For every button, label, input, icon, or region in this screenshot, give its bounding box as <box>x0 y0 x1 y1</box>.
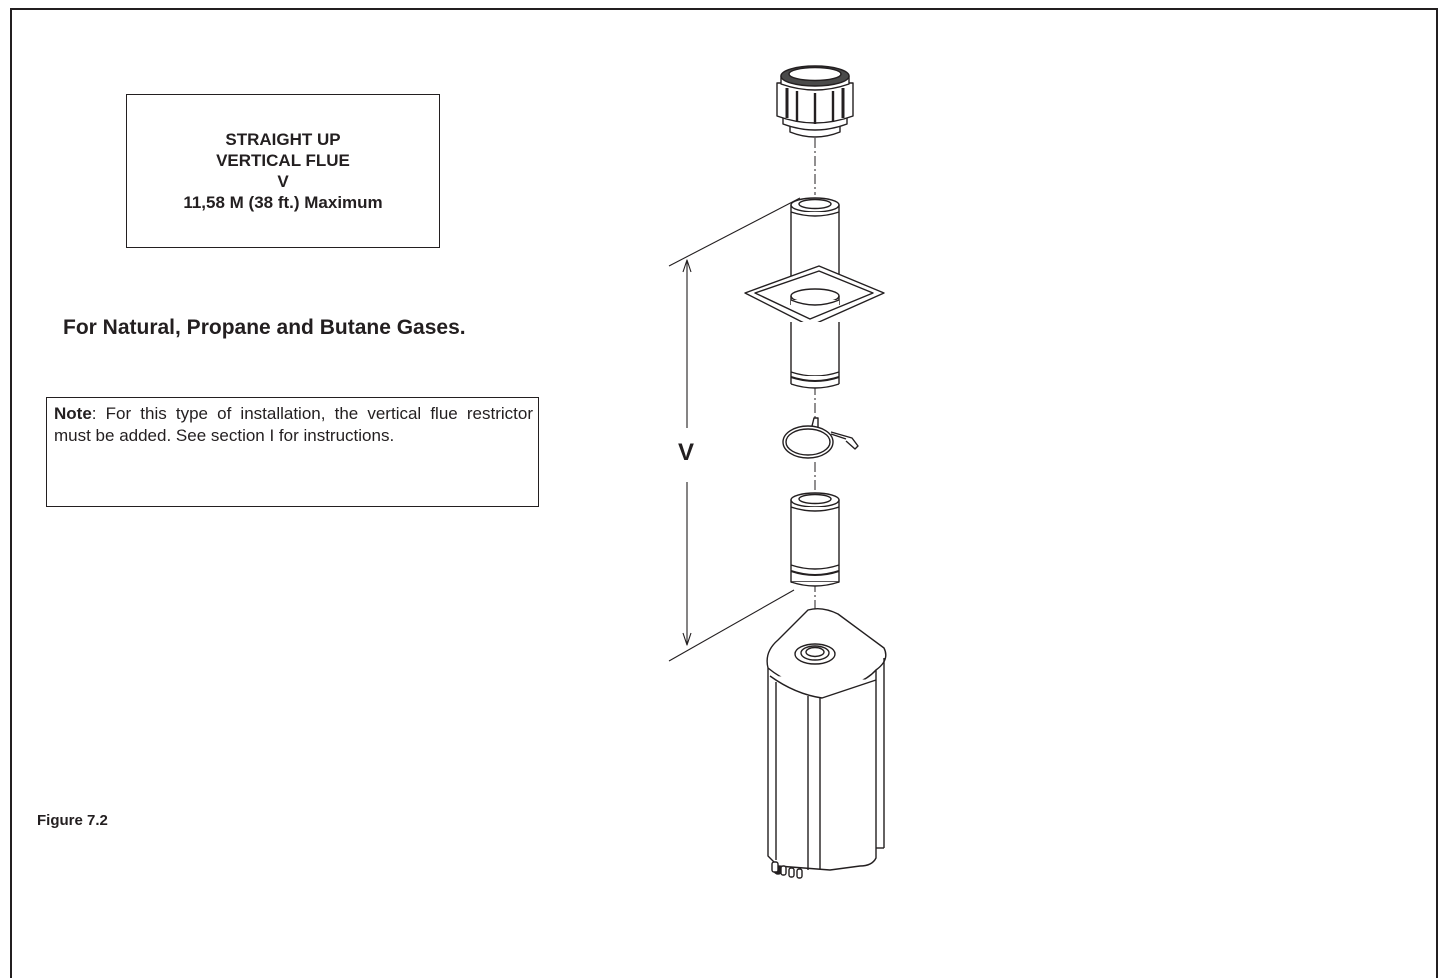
title-line-2: VERTICAL FLUE <box>216 151 350 170</box>
pipe-clamp <box>782 417 859 459</box>
roof-flashing-plate <box>744 265 885 327</box>
title-line-4: 11,58 M (38 ft.) Maximum <box>183 193 383 212</box>
mid-flue-pipe <box>790 322 840 389</box>
boiler-appliance <box>766 607 887 879</box>
lower-flue-adaptor <box>790 492 840 587</box>
title-box: STRAIGHT UP VERTICAL FLUE V 11,58 M (38 … <box>126 94 440 248</box>
note-label: Note <box>54 404 92 423</box>
figure-frame <box>10 8 1438 978</box>
dimension-extension-lines <box>668 197 801 662</box>
title-line-3: V <box>277 172 289 191</box>
figure-label: Figure 7.2 <box>37 812 108 829</box>
note-text: : For this type of installation, the ver… <box>54 404 533 445</box>
gases-caption: For Natural, Propane and Butane Gases. <box>63 316 466 339</box>
title-line-1: STRAIGHT UP <box>225 130 341 149</box>
flue-assembly-drawing: V <box>668 65 887 879</box>
dimension-arrow <box>682 259 692 646</box>
flue-terminal-cap <box>776 65 854 138</box>
dimension-label-v: V <box>678 439 694 466</box>
note-box: Note: For this type of installation, the… <box>46 397 539 507</box>
